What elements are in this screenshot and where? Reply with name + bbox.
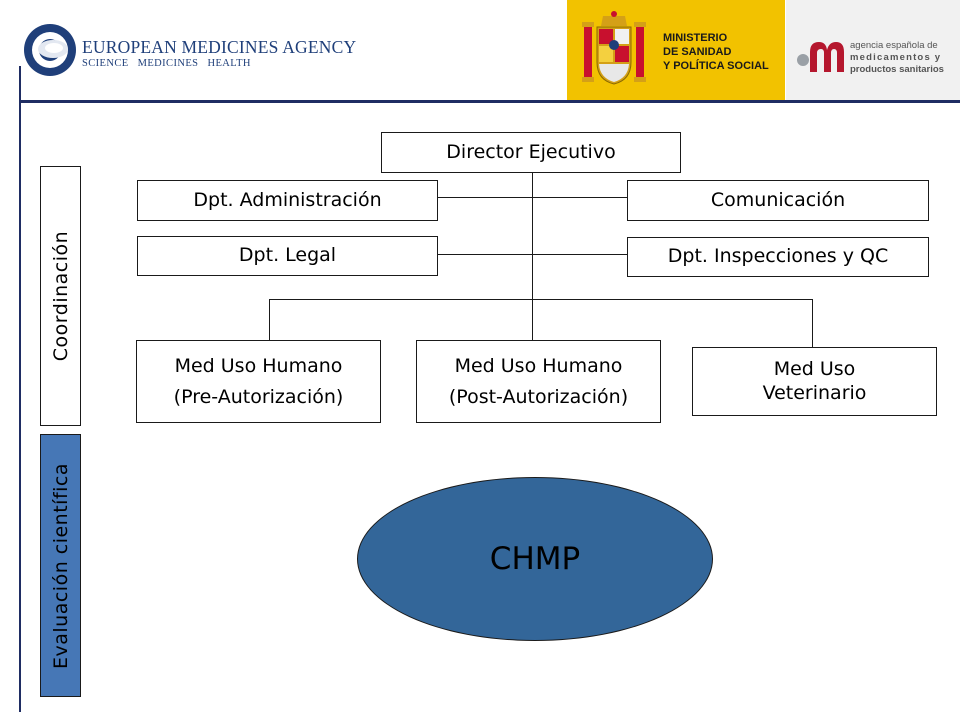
connector-comunicacion bbox=[532, 197, 628, 198]
aemps-logo: agencia española de medicamentos y produ… bbox=[786, 0, 960, 100]
aemps-emblem-icon bbox=[797, 42, 844, 72]
director-ejecutivo-box: Director Ejecutivo bbox=[381, 132, 681, 173]
ministerio-line-2: DE SANIDAD bbox=[663, 46, 732, 58]
connector-trunk bbox=[532, 172, 533, 341]
administracion-label: Dpt. Administración bbox=[193, 188, 382, 211]
legal-box: Dpt. Legal bbox=[137, 236, 438, 276]
left-margin-rule bbox=[19, 66, 21, 712]
header-rule bbox=[20, 100, 960, 103]
comunicacion-box: Comunicación bbox=[627, 180, 929, 221]
humano-post-line-2: (Post-Autorización) bbox=[448, 385, 629, 408]
chmp-ellipse: CHMP bbox=[357, 477, 713, 641]
inspecciones-label: Dpt. Inspecciones y QC bbox=[667, 245, 889, 268]
ema-emblem-icon bbox=[24, 24, 76, 76]
ema-tagline: SCIENCE MEDICINES HEALTH bbox=[82, 58, 251, 69]
header-bar: EUROPEAN MEDICINES AGENCY SCIENCE MEDICI… bbox=[0, 0, 960, 102]
administracion-box: Dpt. Administración bbox=[137, 180, 438, 221]
veterinario-line-1: Med Uso bbox=[773, 357, 856, 380]
aemps-line-2: medicamentos y bbox=[850, 52, 942, 63]
ministerio-line-3: Y POLÍTICA SOCIAL bbox=[663, 60, 769, 72]
chmp-label: CHMP bbox=[489, 541, 581, 577]
humano-pre-box: Med Uso Humano (Pre-Autorización) bbox=[136, 340, 381, 423]
veterinario-box: Med Uso Veterinario bbox=[692, 347, 937, 416]
ministerio-logo: MINISTERIO DE SANIDAD Y POLÍTICA SOCIAL bbox=[567, 0, 785, 100]
veterinario-line-2: Veterinario bbox=[762, 381, 867, 404]
coordinacion-tab: Coordinación bbox=[40, 166, 81, 426]
connector-legal bbox=[437, 254, 533, 255]
connector-administracion bbox=[437, 197, 533, 198]
connector-inspecciones bbox=[532, 254, 628, 255]
legal-label: Dpt. Legal bbox=[238, 244, 337, 267]
coat-of-arms-icon bbox=[582, 11, 646, 85]
ministerio-line-1: MINISTERIO bbox=[663, 32, 728, 44]
evaluacion-label: Evaluación científica bbox=[49, 462, 72, 669]
humano-pre-line-2: (Pre-Autorización) bbox=[173, 385, 344, 408]
comunicacion-label: Comunicación bbox=[710, 188, 846, 211]
connector-veterinario bbox=[812, 299, 813, 348]
coordinacion-label: Coordinación bbox=[49, 230, 72, 362]
inspecciones-box: Dpt. Inspecciones y QC bbox=[627, 237, 929, 277]
evaluacion-tab: Evaluación científica bbox=[40, 434, 81, 697]
ema-logo: EUROPEAN MEDICINES AGENCY SCIENCE MEDICI… bbox=[22, 22, 356, 82]
humano-post-box: Med Uso Humano (Post-Autorización) bbox=[416, 340, 661, 423]
aemps-line-1: agencia española de bbox=[850, 40, 938, 51]
ema-title: EUROPEAN MEDICINES AGENCY bbox=[82, 37, 357, 57]
aemps-line-3: productos sanitarios bbox=[850, 64, 944, 75]
connector-bus bbox=[269, 299, 813, 300]
humano-post-line-1: Med Uso Humano bbox=[454, 355, 623, 378]
connector-humano-pre bbox=[269, 299, 270, 341]
humano-pre-line-1: Med Uso Humano bbox=[174, 355, 343, 378]
director-ejecutivo-label: Director Ejecutivo bbox=[446, 140, 616, 163]
